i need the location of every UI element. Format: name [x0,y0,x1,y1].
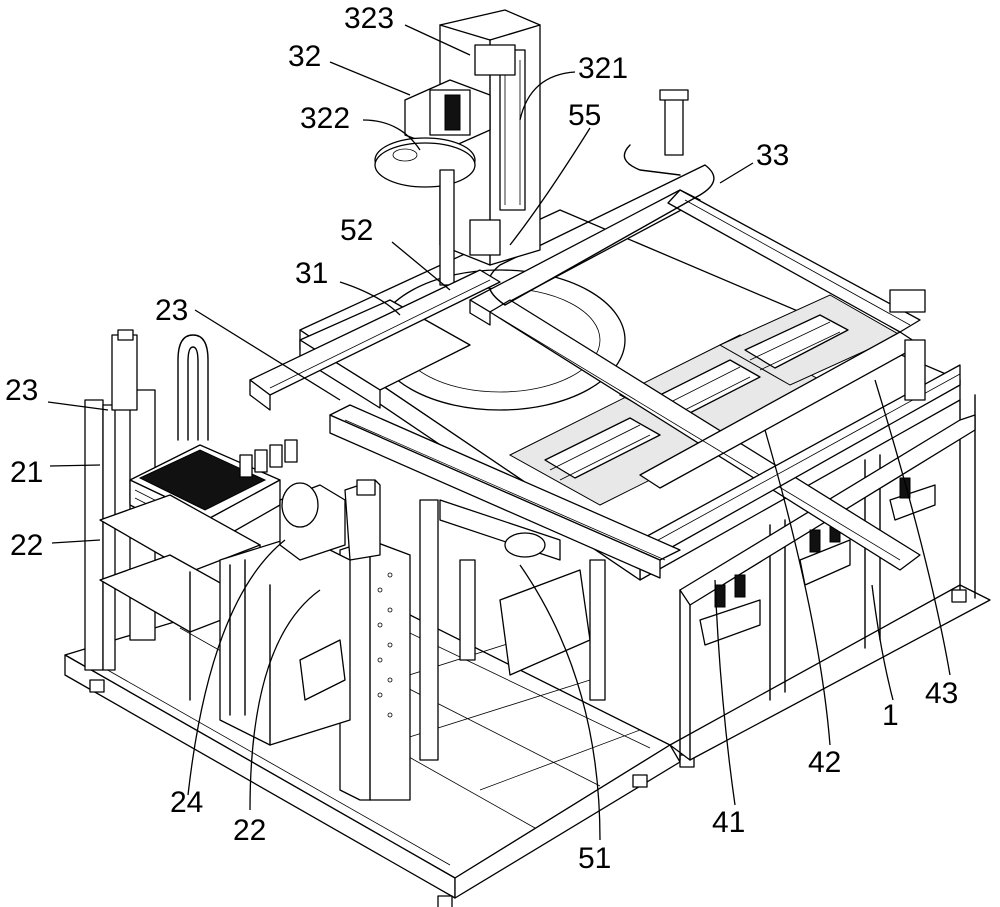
label-23-upper: 23 [155,294,188,327]
vertical-tower [374,9,541,286]
right-motor [659,89,926,401]
label-322: 322 [300,102,350,135]
label-55: 55 [568,99,601,132]
label-31: 31 [295,257,328,290]
center-column [219,479,606,801]
label-33: 33 [756,139,789,172]
label-321: 321 [578,52,628,85]
label-323: 323 [344,2,394,35]
conveyor [249,269,681,676]
label-42: 42 [808,746,841,779]
label-51: 51 [578,842,611,875]
label-22-left: 22 [10,529,43,562]
part-labels: 323 32 321 322 55 33 52 31 23 23 21 22 2… [5,2,958,875]
column-holes [377,572,393,718]
label-21: 21 [10,456,43,489]
label-22-lower: 22 [233,814,266,847]
label-23-left: 23 [5,374,38,407]
label-41: 41 [712,806,745,839]
label-43: 43 [925,677,958,710]
label-32: 32 [288,40,321,73]
label-52: 52 [340,214,373,247]
leader-lines [47,24,951,841]
label-24: 24 [170,786,203,819]
label-1: 1 [882,699,899,732]
